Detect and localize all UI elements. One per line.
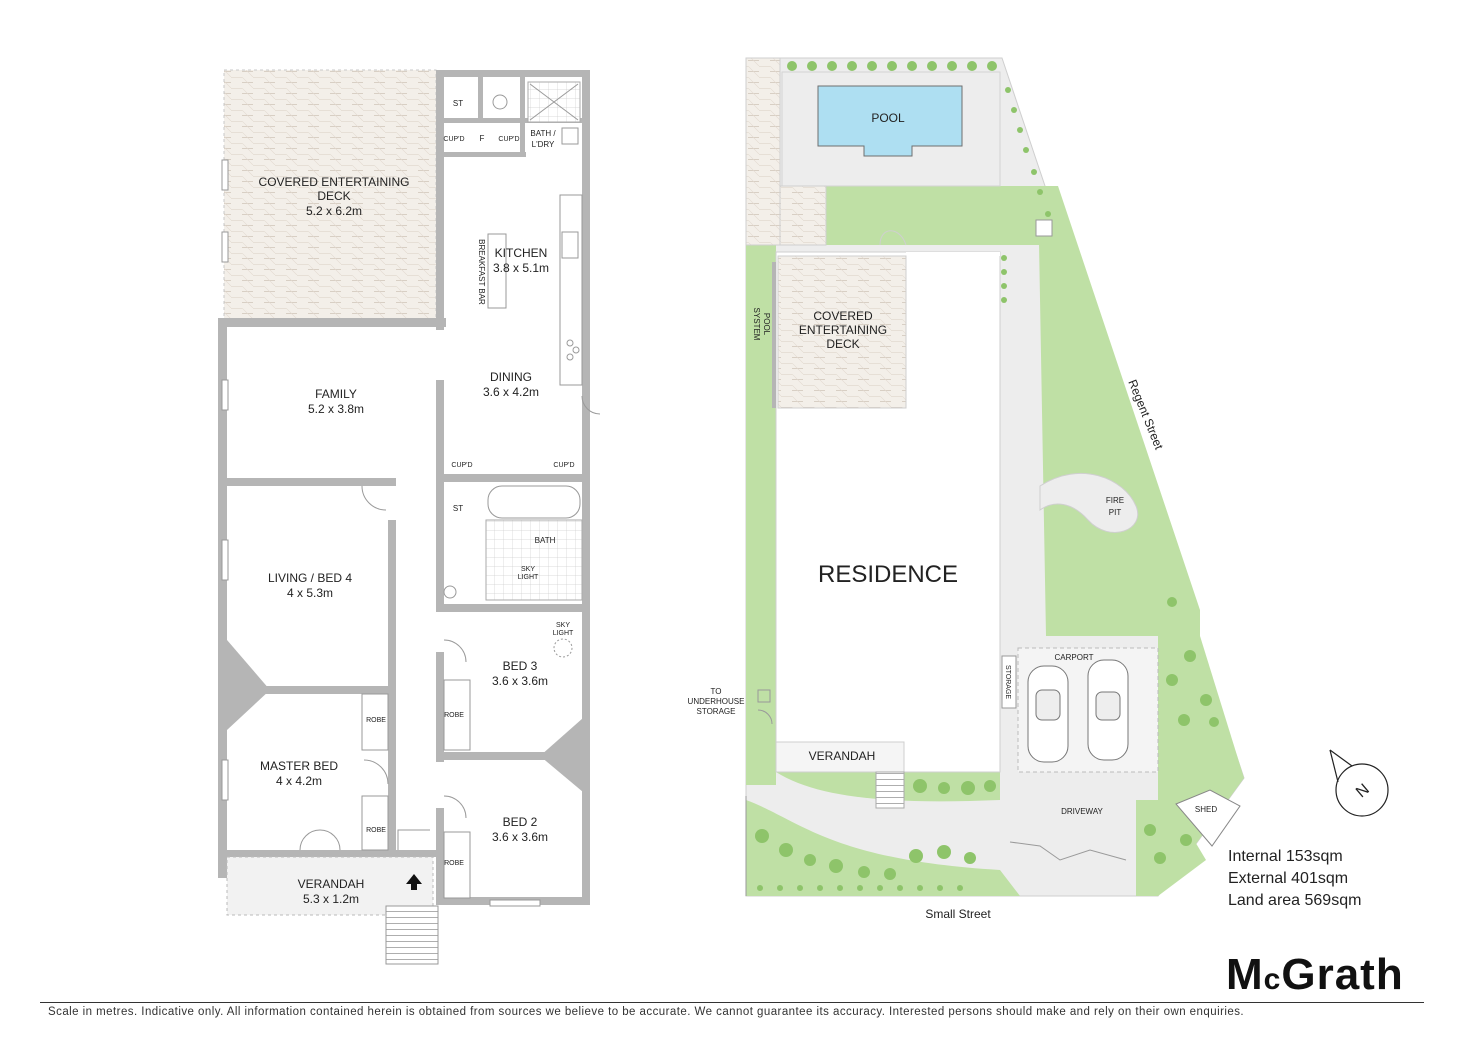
residence-label: RESIDENCE <box>818 561 958 588</box>
bed3-label: BED 3 <box>503 659 538 673</box>
land-area: Land area 569sqm <box>1228 892 1362 909</box>
cupd-b-label: CUP'D <box>498 136 519 143</box>
bed3-skylight-label: SKY <box>556 622 570 629</box>
bed2-size: 3.6 x 3.6m <box>492 830 548 844</box>
st-top-label: ST <box>453 99 463 108</box>
cupd-d-label: CUP'D <box>553 462 574 469</box>
bath-skylight-label: SKY <box>521 566 535 573</box>
pool-system-label-2: SYSTEM <box>752 308 761 341</box>
dining-label: DINING <box>490 370 532 384</box>
covered-deck-size: 5.2 x 6.2m <box>306 204 362 218</box>
fire-pit-area <box>1039 472 1139 533</box>
site-deck-label: COVERED <box>813 309 873 323</box>
driveway-label: DRIVEWAY <box>1061 807 1103 816</box>
pool-system-label: POOL <box>762 313 771 336</box>
cupd-c-label: CUP'D <box>451 462 472 469</box>
bath-ldry-label-2: L'DRY <box>532 140 555 149</box>
robe-d-label: ROBE <box>444 860 464 867</box>
fire-pit-label-2: PIT <box>1109 508 1122 517</box>
brand-logo-part-1: M <box>1226 950 1264 999</box>
small-street-label: Small Street <box>925 907 991 921</box>
area-stats: Internal 153sqm External 401sqm Land are… <box>1228 846 1361 912</box>
fire-pit-label: FIRE <box>1106 496 1124 505</box>
covered-deck-label-2: DECK <box>317 189 350 203</box>
disclaimer-text: Scale in metres. Indicative only. All in… <box>48 1006 1245 1018</box>
site-deck-label-2: ENTERTAINING <box>799 323 887 337</box>
entry-arrow-icon <box>406 874 422 890</box>
pool-label: POOL <box>871 111 905 125</box>
underhouse-label-2: UNDERHOUSE <box>688 697 745 706</box>
bed2-label: BED 2 <box>503 815 538 829</box>
family-label: FAMILY <box>315 387 357 401</box>
storage-label: STORAGE <box>1004 665 1011 699</box>
compass-icon: N <box>1329 749 1389 817</box>
shed-outline <box>1175 789 1241 847</box>
site-deck-label-3: DECK <box>826 337 859 351</box>
shed-label: SHED <box>1195 805 1217 814</box>
kitchen-size: 3.8 x 5.1m <box>493 261 549 275</box>
robe-b-label: ROBE <box>444 712 464 719</box>
internal-area: Internal 153sqm <box>1228 848 1343 865</box>
brand-logo-part-2: c <box>1263 963 1282 996</box>
bath-ldry-label: BATH / <box>530 129 556 138</box>
covered-deck-label: COVERED ENTERTAINING <box>259 175 410 189</box>
living-bed4-label: LIVING / BED 4 <box>268 571 352 585</box>
verandah-area <box>226 856 434 916</box>
family-size: 5.2 x 3.8m <box>308 402 364 416</box>
bed3-size: 3.6 x 3.6m <box>492 674 548 688</box>
underhouse-label-3: STORAGE <box>697 707 736 716</box>
verandah-label: VERANDAH <box>298 877 365 891</box>
bed3-skylight-label-2: LIGHT <box>553 630 574 637</box>
st-mid-label: ST <box>453 504 463 513</box>
bath-label: BATH <box>535 536 556 545</box>
master-bed-size: 4 x 4.2m <box>276 774 322 788</box>
living-bed4-size: 4 x 5.3m <box>287 586 333 600</box>
site-plan: N POOL POOL SYSTEM COVERED ENTERTAINING … <box>688 57 1389 921</box>
kitchen-label: KITCHEN <box>495 246 548 260</box>
underhouse-label: TO <box>711 687 722 696</box>
robe-c-label: ROBE <box>366 827 386 834</box>
floor-plan: COVERED ENTERTAINING DECK 5.2 x 6.2m ST … <box>218 69 601 965</box>
robe-a-label: ROBE <box>366 717 386 724</box>
master-bed-label: MASTER BED <box>260 759 338 773</box>
pool-shape <box>817 85 963 157</box>
verandah-size: 5.3 x 1.2m <box>303 892 359 906</box>
site-verandah-label: VERANDAH <box>809 749 876 763</box>
brand-logo: McGrath <box>1226 950 1404 1000</box>
footer-divider <box>40 1002 1424 1003</box>
dining-size: 3.6 x 4.2m <box>483 385 539 399</box>
carport-label: CARPORT <box>1055 653 1094 662</box>
bath-skylight-label-2: LIGHT <box>518 574 539 581</box>
deck-area <box>223 69 437 321</box>
car-icon <box>1027 659 1129 763</box>
fridge-label: F <box>480 134 485 143</box>
external-area: External 401sqm <box>1228 870 1349 887</box>
brand-logo-part-3: Grath <box>1281 950 1404 999</box>
cupd-a-label: CUP'D <box>443 136 464 143</box>
breakfast-bar-label: BREAKFAST BAR <box>477 239 486 305</box>
